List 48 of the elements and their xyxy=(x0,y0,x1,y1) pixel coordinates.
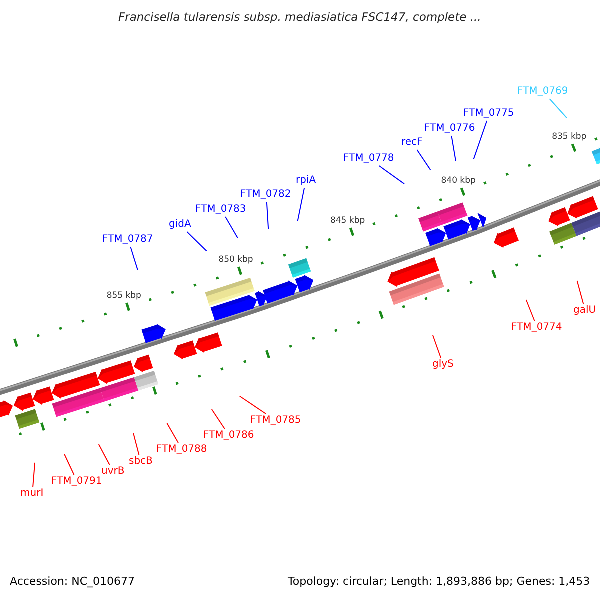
gene-label: FTM_0787 xyxy=(102,234,154,246)
title: Francisella tularensis subsp. mediasiatica FSC147, complete ... xyxy=(118,11,482,23)
leader-line xyxy=(166,423,179,444)
gene-label: FTM_0785 xyxy=(250,415,302,427)
gene-label: FTM_0778 xyxy=(344,153,394,165)
leader-line xyxy=(378,166,405,185)
gene-label: FTM_0769 xyxy=(518,86,568,98)
gene-label: uvrB xyxy=(102,466,125,478)
gene-label: FTM_0782 xyxy=(240,189,292,201)
scale-label: 840 kbp xyxy=(441,174,476,187)
leader-line xyxy=(432,335,442,358)
leader-line xyxy=(32,462,36,488)
leader-line xyxy=(130,246,138,271)
genome-summary-text: Topology: circular; Length: 1,893,886 bp; Genes: 1,453 xyxy=(288,576,590,588)
leader-line xyxy=(473,120,488,160)
leader-line xyxy=(98,444,110,466)
gene-label: FTM_0783 xyxy=(196,204,246,216)
leader-line xyxy=(239,396,267,414)
gene-label: gidA xyxy=(169,219,192,231)
gene-label: FTM_0791 xyxy=(52,476,102,488)
leader-line xyxy=(297,188,306,222)
leader-line xyxy=(451,136,456,162)
leader-line xyxy=(211,409,226,430)
gene-label: FTM_0786 xyxy=(204,430,254,442)
gene-label: FTM_0776 xyxy=(424,123,476,135)
gene-label: galU xyxy=(574,305,596,317)
leader-line xyxy=(64,454,75,476)
scale-label: 835 kbp xyxy=(552,130,587,143)
leader-line xyxy=(266,202,270,230)
scale-label: 850 kbp xyxy=(218,254,254,266)
gene-label: FTM_0774 xyxy=(512,322,562,334)
accession-text: Accession: NC_010677 xyxy=(10,576,136,588)
gene-label: sbcB xyxy=(129,456,153,468)
scale-label: 855 kbp xyxy=(106,290,142,302)
leader-line xyxy=(225,216,238,239)
leader-line xyxy=(133,433,140,456)
gene-label: murI xyxy=(20,488,44,500)
gene-label: FTM_0788 xyxy=(156,444,208,456)
leader-line xyxy=(186,232,208,252)
leader-line xyxy=(526,300,536,322)
leader-line xyxy=(416,150,432,171)
gene-label: FTM_0775 xyxy=(464,108,514,120)
leader-line xyxy=(576,280,584,304)
scale-label: 845 kbp xyxy=(330,214,366,227)
leader-line xyxy=(549,98,568,119)
gene-label: rpiA xyxy=(296,175,316,187)
gene-label: recF xyxy=(402,137,423,149)
gene-label: glyS xyxy=(432,359,454,371)
